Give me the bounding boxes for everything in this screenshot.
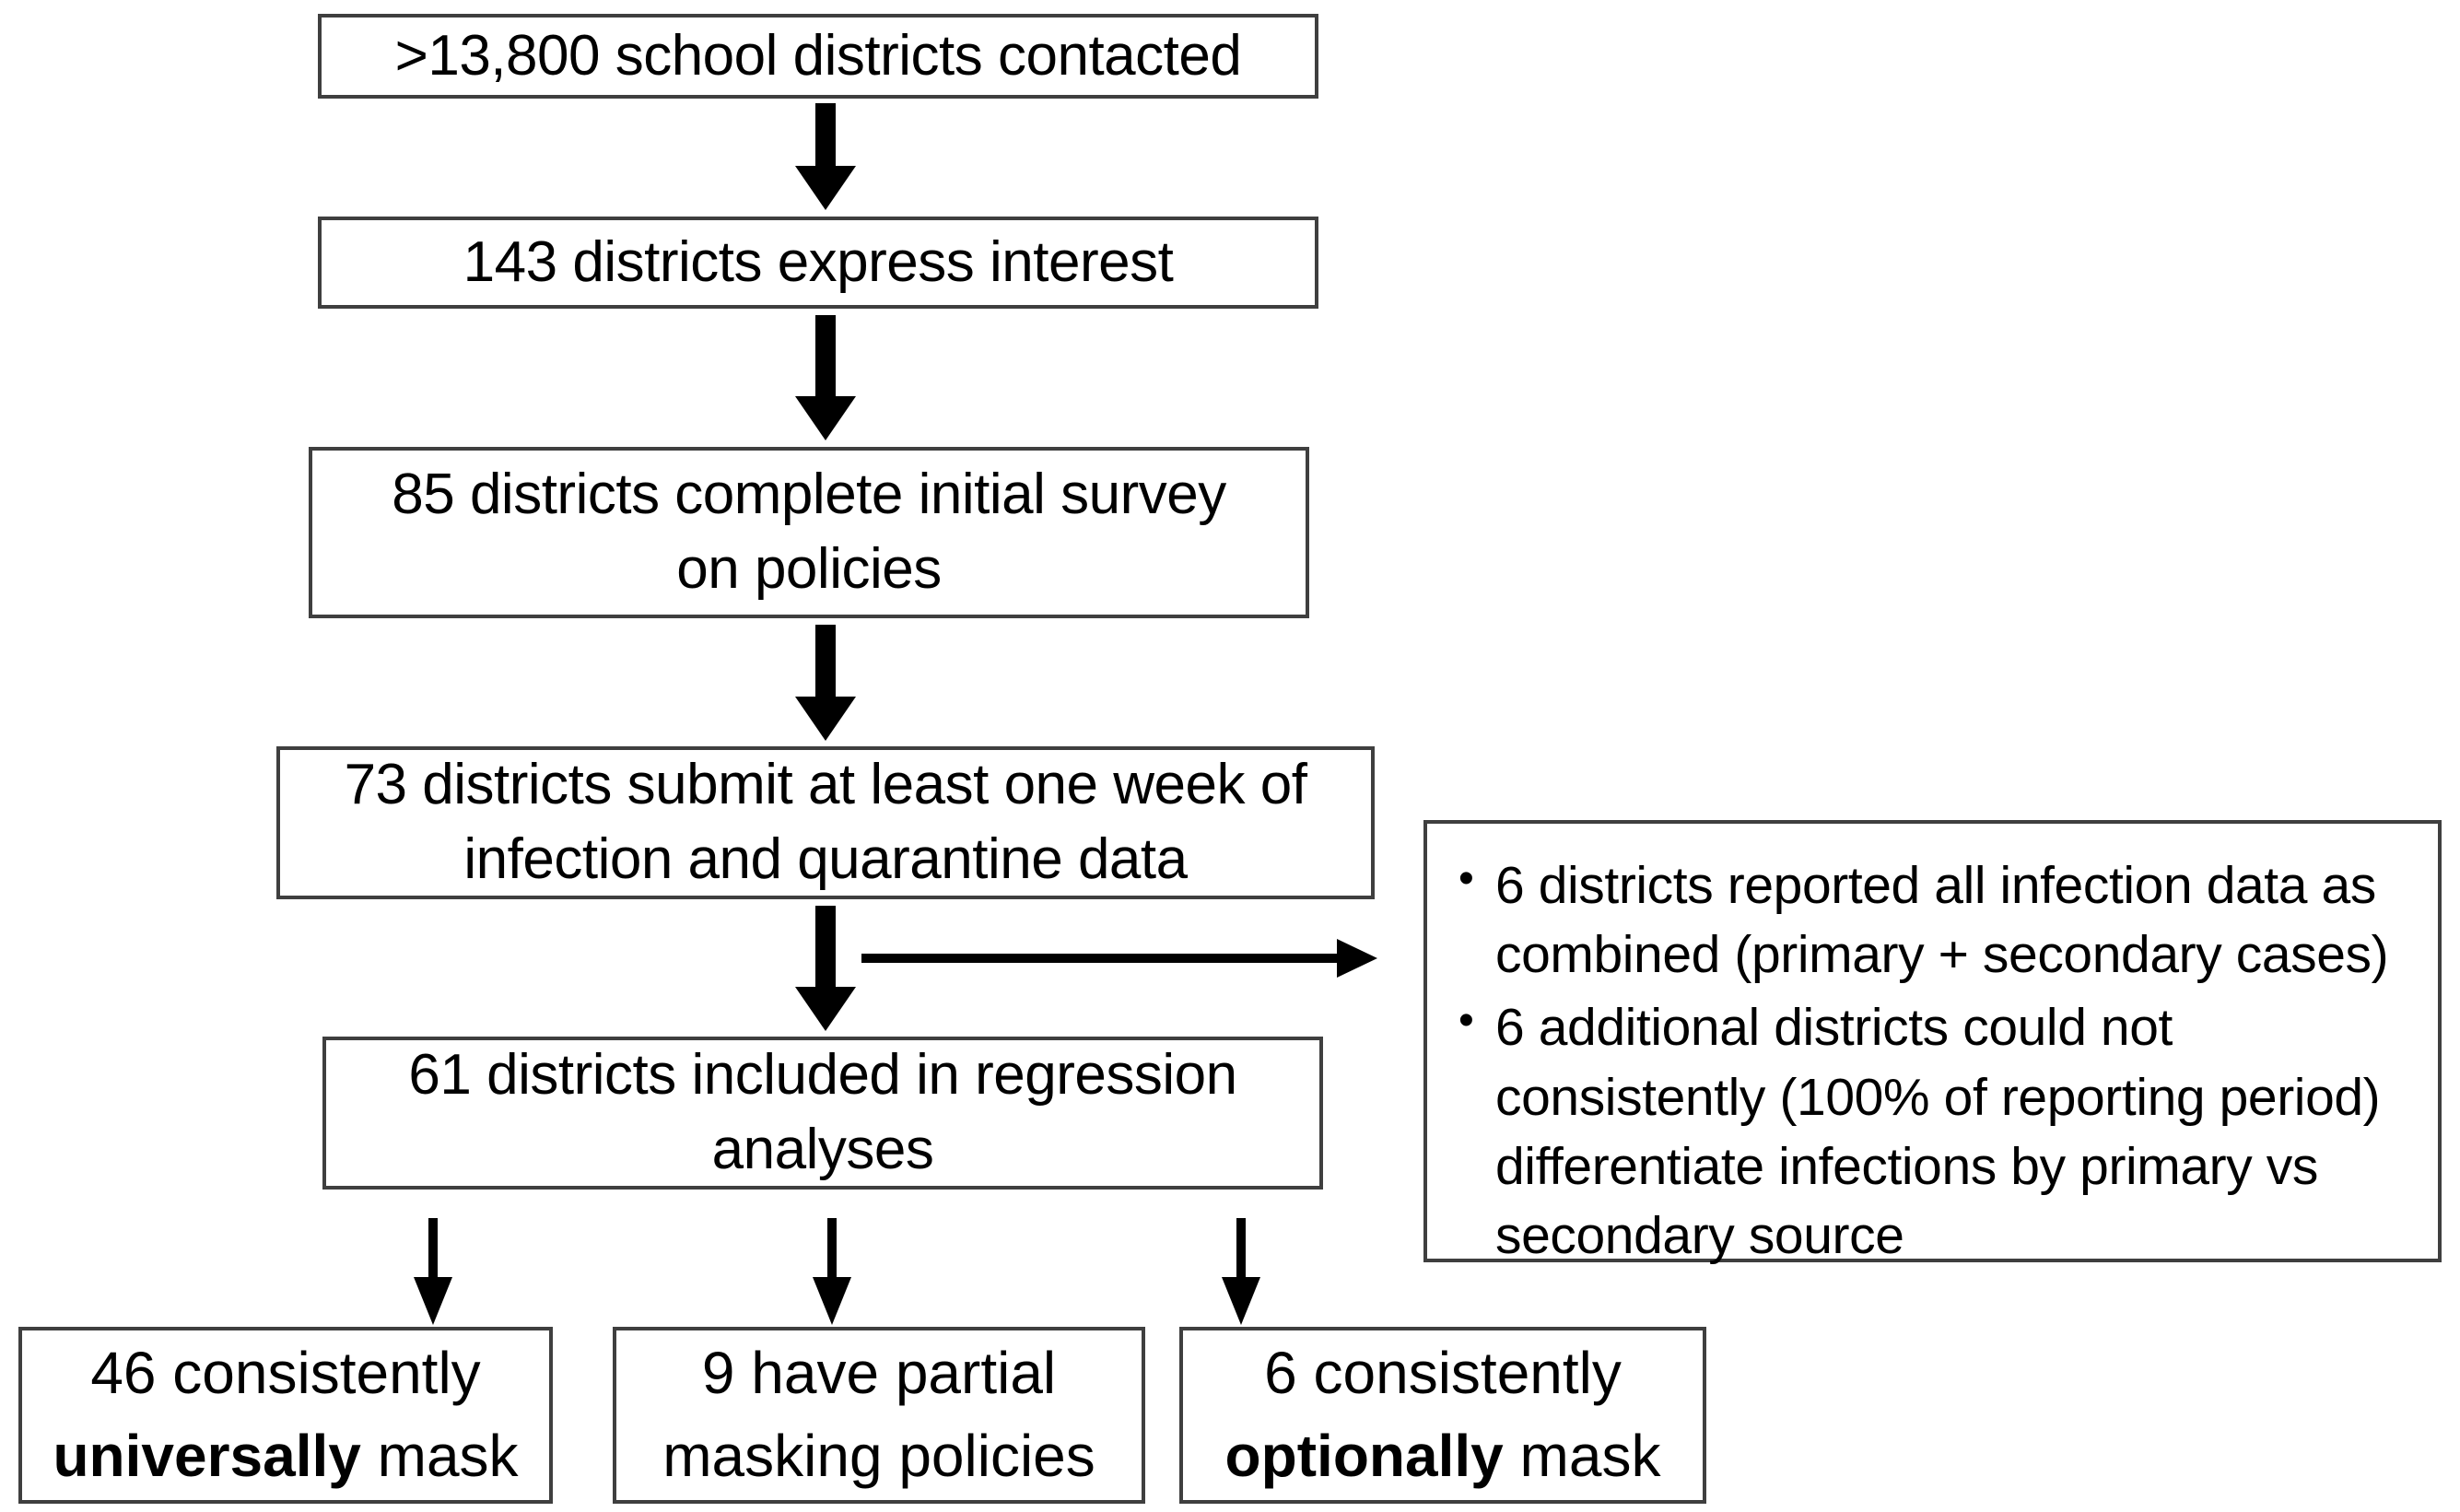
flow-box-regression-line-1: 61 districts included in regression [408, 1043, 1237, 1108]
arrow-head [414, 1277, 452, 1325]
flow-box-interest-line-1: 143 districts express interest [463, 229, 1174, 294]
arrow-stem [861, 954, 1344, 963]
down-arrow-icon-outcome-2 [809, 1218, 855, 1325]
flow-box-submit: 73 districts submit at least one week of… [276, 746, 1375, 899]
outcome-optional-line-2: optionally mask [1196, 1415, 1690, 1498]
outcome-universal-line-1: 46 consistently [90, 1340, 481, 1407]
flow-box-survey: 85 districts complete initial survey on … [309, 447, 1309, 618]
arrow-stem [815, 906, 836, 990]
outcome-box-partial: 9 have partial masking policies [613, 1327, 1145, 1504]
arrow-head [1337, 939, 1377, 978]
arrow-stem [815, 315, 836, 400]
arrow-head [795, 396, 856, 440]
down-arrow-icon-outcome-3 [1218, 1218, 1264, 1325]
arrow-head [1222, 1277, 1260, 1325]
exclusion-item-1: 6 districts reported all infection data … [1451, 850, 2414, 990]
down-arrow-icon-3 [795, 625, 856, 741]
arrow-stem [815, 103, 836, 171]
exclusions-list: 6 districts reported all infection data … [1451, 850, 2414, 1271]
outcome-box-optional: 6 consistently optionally mask [1179, 1327, 1706, 1504]
exclusions-box: 6 districts reported all infection data … [1423, 820, 2442, 1265]
outcome-universal-emphasis: universally [53, 1423, 361, 1489]
outcome-partial-line-2: masking policies [662, 1423, 1095, 1489]
outcome-universal-line-2: universally mask [35, 1415, 536, 1498]
outcome-optional-suffix: mask [1503, 1423, 1661, 1489]
arrow-stem [827, 1218, 837, 1281]
flow-box-interest: 143 districts express interest [318, 217, 1318, 309]
down-arrow-icon-2 [795, 315, 856, 440]
flow-box-regression: 61 districts included in regression anal… [322, 1037, 1323, 1190]
down-arrow-icon-outcome-1 [410, 1218, 456, 1325]
arrow-stem [428, 1218, 438, 1281]
arrow-stem [815, 625, 836, 702]
outcome-universal-suffix: mask [360, 1423, 519, 1489]
down-arrow-icon-1 [795, 103, 856, 210]
flow-box-submit-line-1: 73 districts submit at least one week of [344, 753, 1307, 817]
down-arrow-icon-4 [795, 906, 856, 1031]
flow-box-contacted: >13,800 school districts contacted [318, 14, 1318, 99]
exclusion-item-2: 6 additional districts could not consist… [1451, 991, 2414, 1271]
arrow-head [795, 697, 856, 741]
flow-box-contacted-line-1: >13,800 school districts contacted [394, 23, 1242, 88]
arrow-head [795, 166, 856, 210]
arrow-head [795, 987, 856, 1031]
outcome-optional-emphasis: optionally [1224, 1423, 1504, 1489]
outcome-box-universal: 46 consistently universally mask [18, 1327, 553, 1504]
flow-box-survey-line-1: 85 districts complete initial survey [392, 463, 1226, 527]
arrow-head [813, 1277, 851, 1325]
flow-box-submit-line-2: infection and quarantine data [463, 827, 1188, 891]
flow-box-regression-line-2: analyses [711, 1118, 934, 1181]
outcome-partial-line-1: 9 have partial [701, 1340, 1057, 1407]
outcome-optional-line-1: 6 consistently [1264, 1340, 1622, 1407]
flow-box-survey-line-2: on policies [676, 537, 942, 601]
arrow-stem [1236, 1218, 1246, 1281]
right-arrow-icon-exclusions [861, 938, 1377, 979]
